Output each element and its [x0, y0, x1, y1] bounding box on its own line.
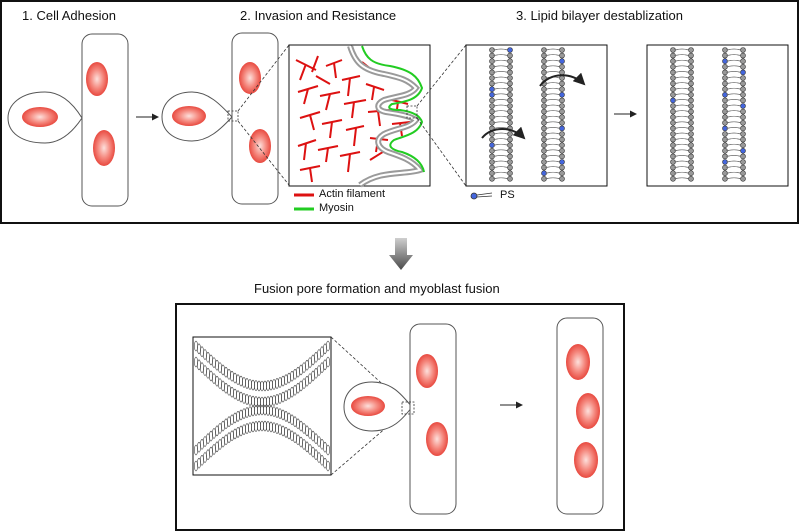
invasion-inset [288, 44, 467, 188]
fusing-cells [343, 323, 457, 515]
top-panel-frame [0, 0, 799, 224]
flip-arrow-upper [539, 72, 586, 87]
flip-arrow-lower [481, 126, 526, 140]
transition-arrow [389, 238, 413, 270]
myosin-legend-label: Myosin [319, 202, 354, 214]
bilayer-lipids-1 [489, 47, 565, 182]
ps-legend-label: PS [500, 189, 515, 201]
step2-cells [161, 32, 290, 205]
fusion-pore-lipids [194, 340, 330, 472]
step2-title: 2. Invasion and Resistance [240, 8, 397, 23]
step1-title: 1. Cell Adhesion [22, 8, 116, 23]
fusion-pore-inset [192, 336, 332, 476]
bottom-panel-frame [175, 303, 625, 531]
actin-legend-label: Actin filament [319, 188, 386, 200]
fused-myotube [556, 317, 604, 515]
bottom-title: Fusion pore formation and myoblast fusio… [254, 281, 500, 296]
ps-legend-glyph [470, 192, 493, 200]
step2-zoom-box [227, 110, 239, 122]
step3-title: 3. Lipid bilayer destablization [516, 8, 683, 23]
bilayer-box-2 [646, 44, 789, 187]
bilayer-lipids-2 [670, 47, 746, 182]
bilayer-box-1 [465, 44, 608, 187]
inset-zoom-box [406, 105, 418, 119]
step1-cells [7, 33, 129, 207]
